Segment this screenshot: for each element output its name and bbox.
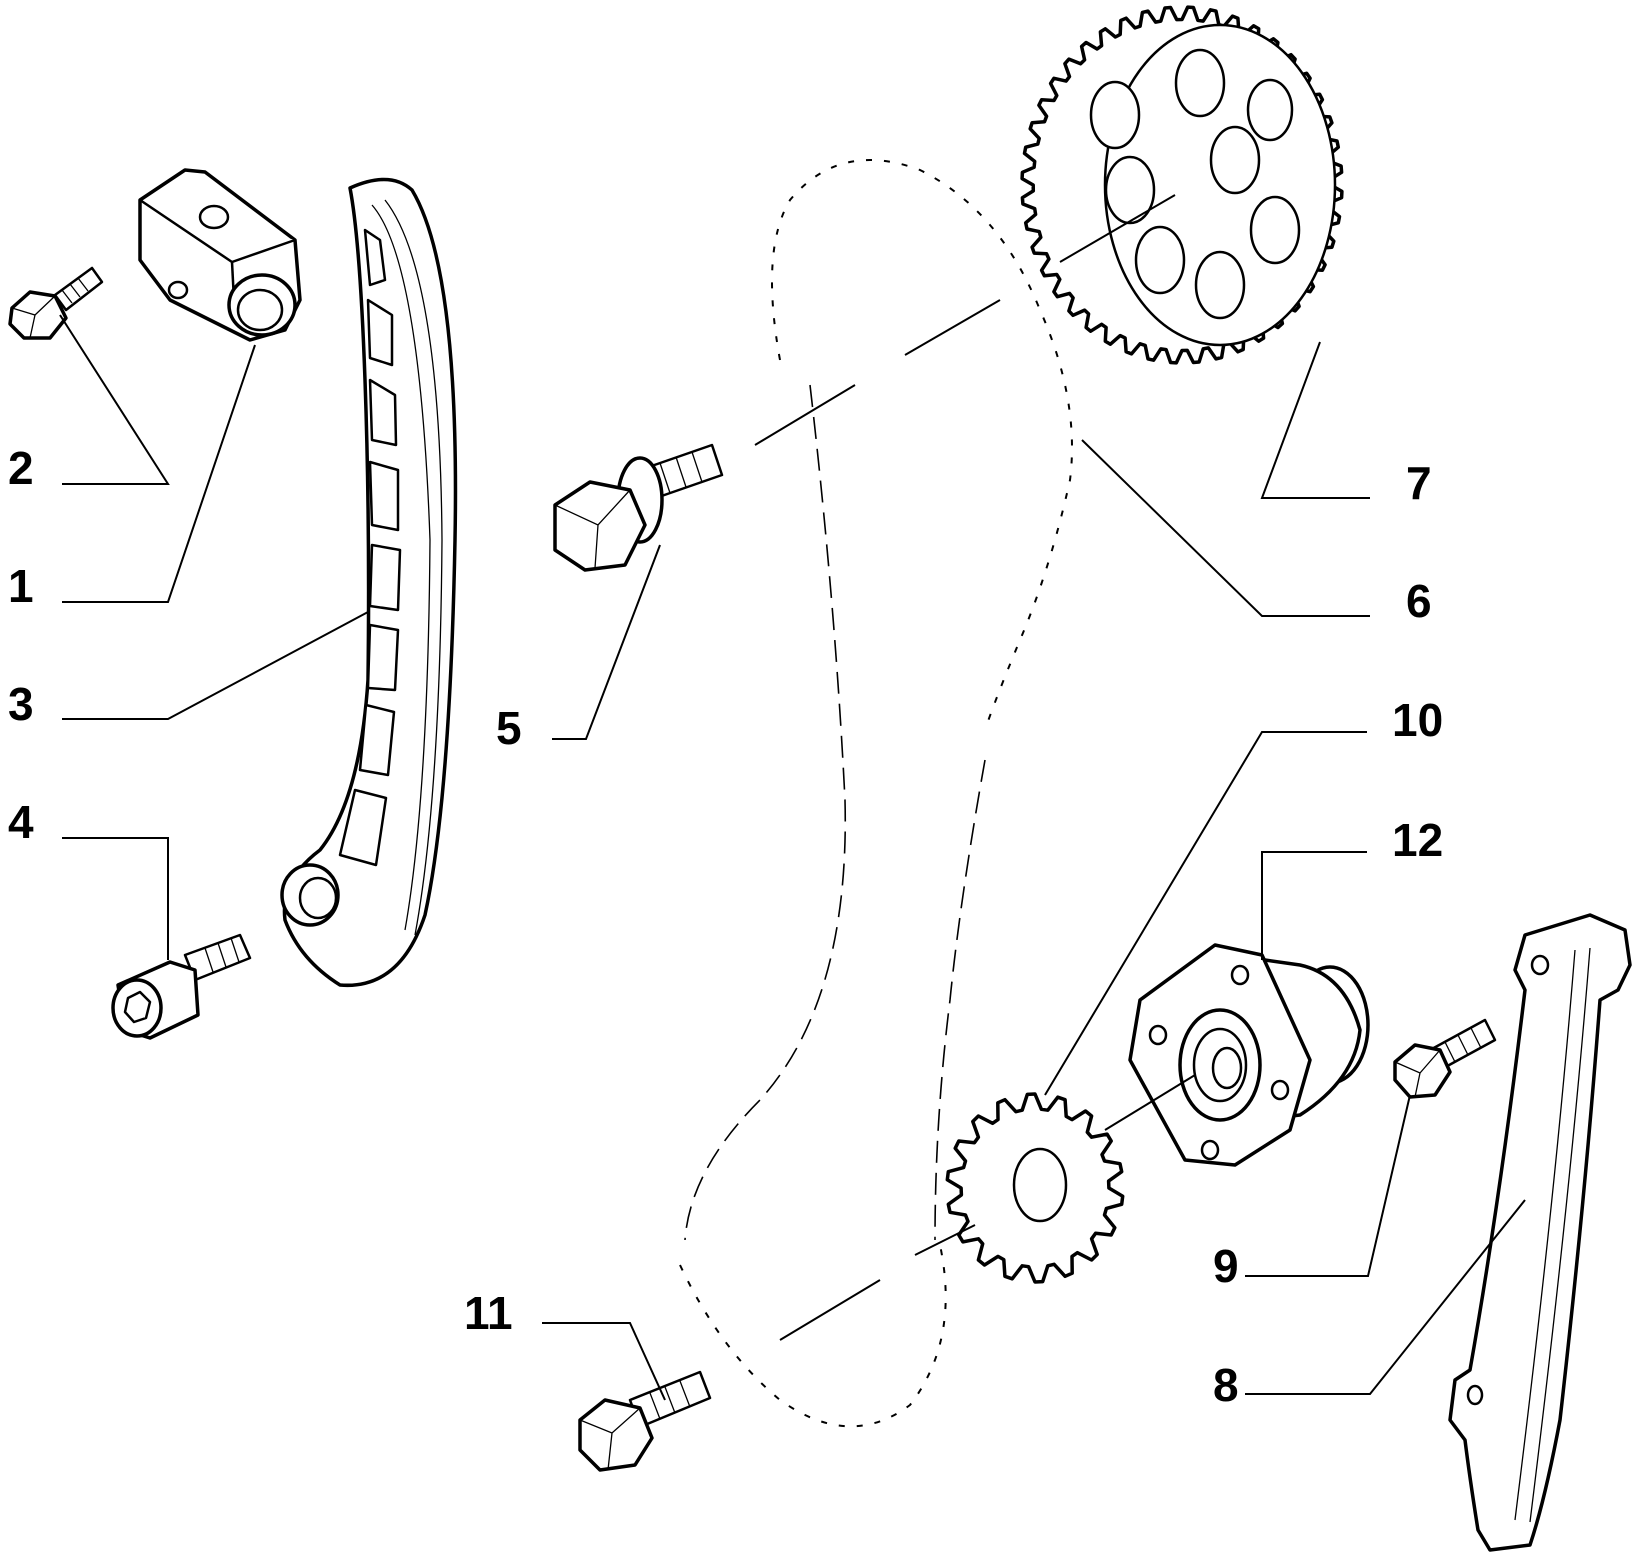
callout-11: 11 [464,1287,513,1339]
callout-5: 5 [496,702,522,754]
leader-lines [59,314,1526,1401]
part-2-bolt [8,266,104,340]
axis-lines [754,194,1196,1341]
part-9-bolt [1393,1018,1497,1099]
part-6-timing-chain [673,153,1079,1433]
callout-12: 12 [1392,814,1444,866]
callout-8: 8 [1213,1359,1239,1411]
part-7-camshaft-sprocket [1020,5,1344,365]
callout-6: 6 [1406,575,1432,627]
callout-3: 3 [8,678,34,730]
part-12-pump-housing [1128,943,1370,1167]
part-5-bolt-washer [553,443,724,572]
part-1-tensioner [138,168,302,342]
callout-4: 4 [8,796,34,848]
part-4-pin [111,933,252,1040]
part-3-guide-rail [280,177,458,988]
part-10-crank-sprocket [945,1092,1125,1284]
callout-1: 1 [8,560,34,612]
part-11-bolt [578,1370,712,1472]
callout-2: 2 [8,442,34,494]
part-8-fixed-guide [1448,913,1632,1552]
callout-7: 7 [1406,457,1432,509]
callout-10: 10 [1392,694,1444,746]
callout-9: 9 [1213,1240,1239,1292]
